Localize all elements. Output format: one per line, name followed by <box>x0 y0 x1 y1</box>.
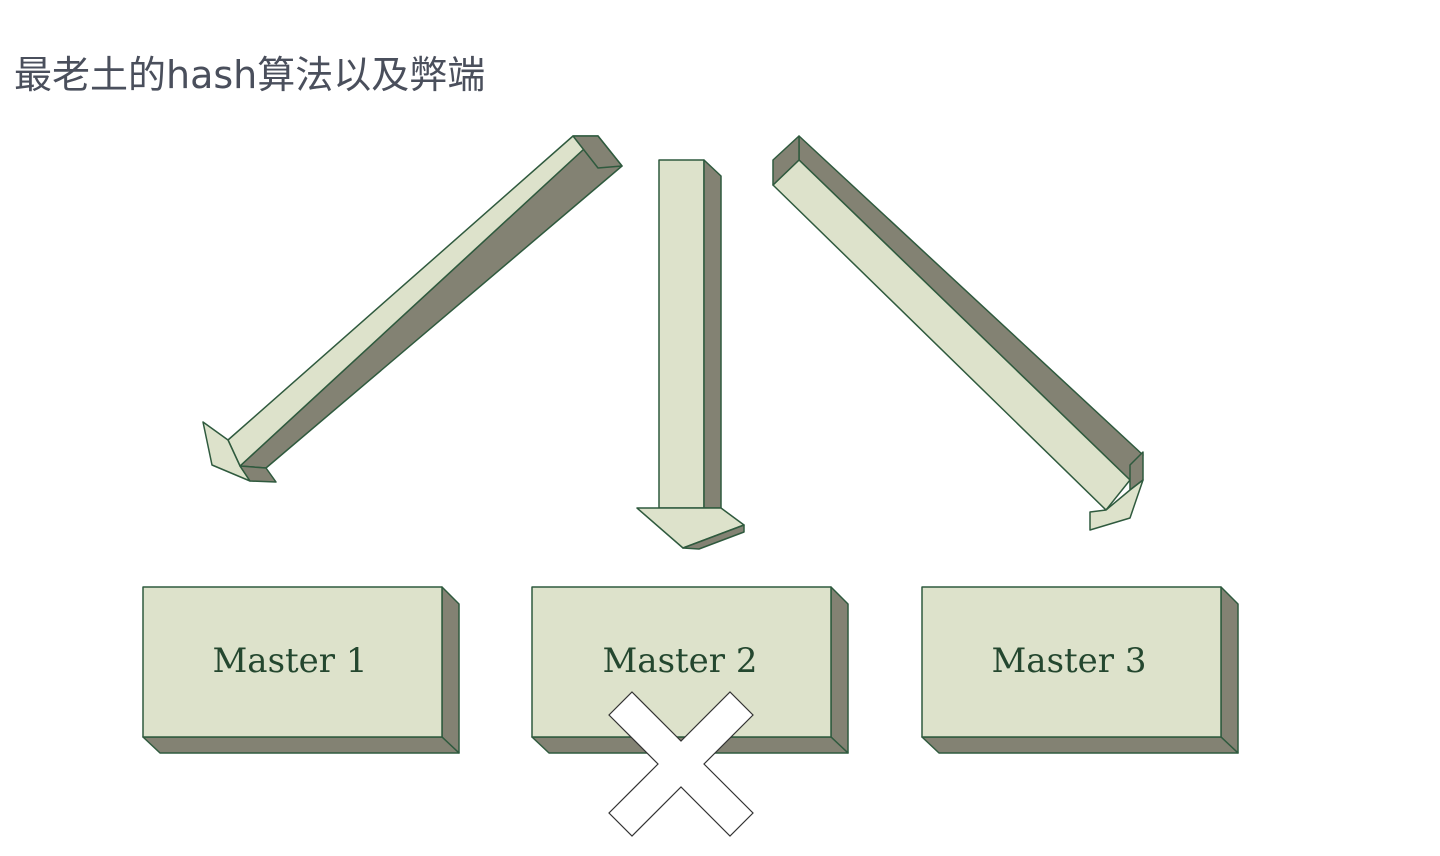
master-label-1: Master 1 <box>212 641 367 681</box>
master-node-3: Master 3 <box>921 586 1239 754</box>
master-label-3: Master 3 <box>991 641 1146 681</box>
master-node-2: Master 2 <box>531 586 849 754</box>
page-title: 最老土的hash算法以及弊端 <box>14 53 486 97</box>
arrow-down-right-icon <box>772 135 1144 531</box>
arrow-down-left-icon <box>202 135 623 483</box>
master-label-2: Master 2 <box>602 641 757 681</box>
x-mark-icon <box>608 691 754 837</box>
master-node-1: Master 1 <box>142 586 460 754</box>
arrow-down-icon <box>636 159 745 550</box>
